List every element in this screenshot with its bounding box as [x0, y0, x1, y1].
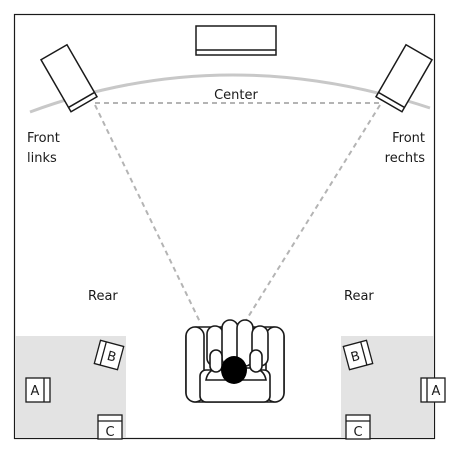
front-right-label-line2: rechts: [385, 151, 426, 166]
rear-left-speaker-b: B: [93, 339, 125, 371]
speaker-letter-c: C: [105, 425, 114, 440]
rear-left-label: Rear: [88, 289, 118, 304]
rear-right-speaker-c: C: [345, 414, 371, 440]
right-sight-line: [244, 104, 381, 323]
front-left-speaker: [39, 43, 99, 113]
front-left-label-line2: links: [27, 151, 57, 166]
speaker-letter-a-right: A: [432, 384, 441, 399]
speaker-letter-c-right: C: [353, 425, 362, 440]
rear-right-speaker-a: A: [420, 377, 446, 403]
center-label: Center: [214, 88, 258, 103]
rear-left-speaker-c: C: [97, 414, 123, 440]
speaker-letter-b: B: [105, 349, 118, 366]
rear-right-speaker-b: B: [342, 339, 374, 371]
sight-lines: [94, 102, 381, 323]
listener-head: [221, 356, 247, 384]
front-right-label-line1: Front: [392, 131, 425, 146]
left-sight-line: [94, 104, 201, 323]
front-right-speaker: [374, 43, 434, 113]
speaker-letter-b-right: B: [349, 349, 362, 366]
center-speaker: [195, 25, 277, 56]
front-left-label-line1: Front: [27, 131, 60, 146]
rear-left-speaker-a: A: [25, 377, 51, 403]
speaker-letter-a: A: [31, 384, 40, 399]
rear-right-label: Rear: [344, 289, 374, 304]
